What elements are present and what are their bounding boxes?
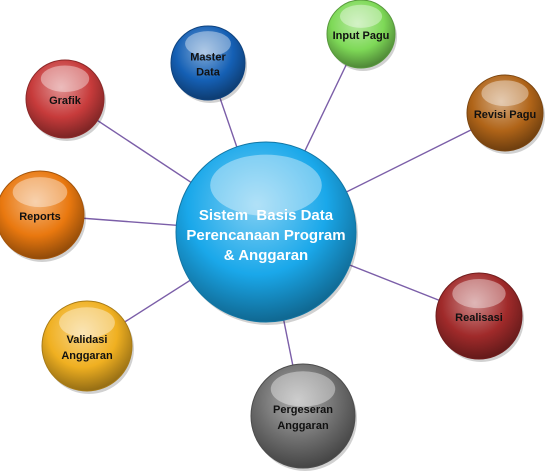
node-gloss: [185, 31, 231, 57]
realisasi-label-line: Realisasi: [455, 312, 503, 324]
node-realisasi: Realisasi: [435, 272, 524, 362]
node-revisi-pagu: Revisi Pagu: [466, 74, 545, 154]
node-circle: [170, 25, 246, 101]
node-input-pagu: Input Pagu: [326, 0, 397, 71]
node-circle: [25, 59, 105, 139]
validasi-anggaran-label-line: Anggaran: [61, 350, 113, 362]
reports-label-line: Reports: [19, 211, 61, 223]
grafik-label-line: Grafik: [49, 95, 82, 107]
node-circle: [326, 0, 396, 69]
input-pagu-label-line: Input Pagu: [333, 30, 390, 42]
node-gloss: [210, 154, 322, 216]
revisi-pagu-label-line: Revisi Pagu: [474, 109, 536, 121]
node-circle: [41, 300, 133, 392]
node-circle: [435, 272, 523, 360]
validasi-anggaran-label-line: Validasi: [67, 334, 108, 346]
node-reports: Reports: [0, 170, 86, 262]
master-data-label-line: Master: [190, 51, 226, 63]
master-data-label-line: Data: [196, 66, 221, 78]
pergeseran-anggaran-label-line: Pergeseran: [273, 404, 333, 416]
node-circle: [466, 74, 544, 152]
node-gloss: [59, 307, 115, 338]
node-circle: [0, 170, 85, 260]
center-label-line: & Anggaran: [224, 247, 308, 264]
node-gloss: [12, 177, 68, 208]
node-gloss: [40, 65, 90, 92]
node-circle: [175, 141, 357, 323]
center-label-line: Perencanaan Program: [186, 227, 345, 244]
pergeseran-anggaran-label-line: Anggaran: [277, 420, 329, 432]
center-label-line: Sistem Basis Data: [199, 207, 334, 224]
node-gloss: [270, 371, 336, 407]
node-gloss: [339, 4, 383, 28]
node-gloss: [481, 80, 529, 107]
node-circle: [250, 363, 356, 469]
node-grafik: Grafik: [25, 59, 106, 141]
node-gloss: [452, 279, 506, 309]
